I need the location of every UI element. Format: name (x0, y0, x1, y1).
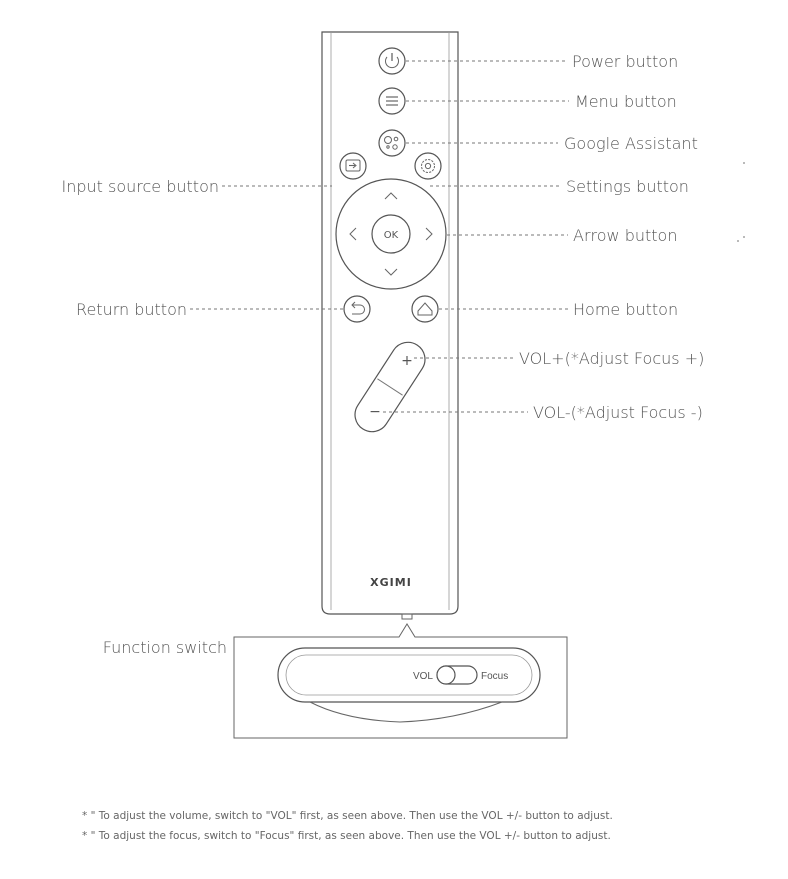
input-source-icon (345, 159, 361, 172)
volume-minus-symbol: − (369, 404, 381, 420)
menu-button[interactable] (378, 87, 406, 115)
speck-mark (737, 240, 739, 242)
settings-button[interactable] (414, 152, 442, 180)
label-power-button: Power button (572, 52, 678, 71)
google-assistant-button[interactable] (378, 129, 406, 157)
return-button[interactable] (343, 295, 371, 323)
chevron-up-icon (384, 192, 398, 200)
footnotes: * " To adjust the volume, switch to "VOL… (82, 806, 772, 846)
label-menu-button: Menu button (575, 92, 677, 111)
volume-rocker[interactable]: + − (349, 336, 432, 438)
function-switch-callout: VOL Focus (233, 623, 568, 739)
return-icon (351, 301, 365, 315)
home-button[interactable] (411, 295, 439, 323)
label-input-source-button: Input source button (61, 177, 219, 196)
speck-mark (743, 162, 745, 164)
label-return-button: Return button (76, 300, 187, 319)
gear-icon (421, 159, 435, 173)
label-google-assistant: Google Assistant (564, 134, 698, 153)
footnote-focus: * " To adjust the focus, switch to "Focu… (82, 830, 611, 842)
label-home-button: Home button (573, 300, 678, 319)
power-icon (385, 53, 399, 69)
chevron-down-icon (384, 268, 398, 276)
remote-body (321, 31, 459, 620)
function-switch-toggle[interactable] (436, 665, 478, 685)
power-button[interactable] (378, 47, 406, 75)
label-vol-plus: VOL+(*Adjust Focus +) (519, 349, 704, 368)
menu-icon (386, 96, 398, 106)
input-source-button[interactable] (339, 152, 367, 180)
ok-button[interactable]: OK (371, 214, 411, 254)
leader-lines (190, 60, 569, 413)
brand-logo: XGIMI (370, 576, 412, 589)
google-assistant-icon (384, 136, 399, 150)
label-function-switch: Function switch (103, 638, 227, 657)
ok-label: OK (384, 230, 399, 241)
label-settings-button: Settings button (566, 177, 689, 196)
chevron-left-icon (349, 227, 357, 241)
volume-plus-symbol: + (401, 353, 413, 369)
switch-focus-label: Focus (481, 671, 508, 682)
footnote-volume: * " To adjust the volume, switch to "VOL… (82, 810, 613, 822)
chevron-right-icon (425, 227, 433, 241)
switch-vol-label: VOL (413, 671, 433, 682)
label-arrow-button: Arrow button (573, 226, 677, 245)
home-icon (417, 302, 433, 316)
label-vol-minus: VOL-(*Adjust Focus -) (533, 403, 703, 422)
speck-mark (743, 236, 745, 238)
